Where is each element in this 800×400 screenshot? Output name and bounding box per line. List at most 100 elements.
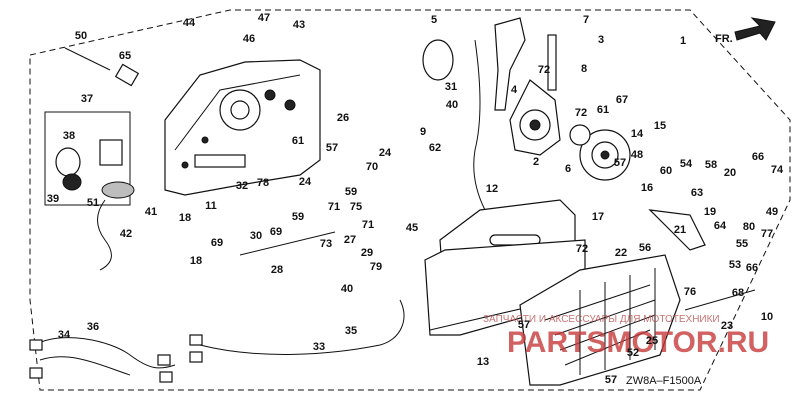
callout-55: 55 [736, 238, 748, 250]
orientation-label: FR. [715, 33, 733, 45]
callout-40: 40 [341, 283, 353, 295]
callout-72: 72 [538, 64, 550, 76]
callout-9: 9 [420, 126, 426, 138]
callout-13: 13 [477, 356, 489, 368]
callout-41: 41 [145, 206, 157, 218]
callout-60: 60 [660, 165, 672, 177]
assembly-boundary [29, 9, 791, 391]
bolt-part-53 [64, 47, 111, 71]
callout-78: 78 [257, 177, 269, 189]
callout-63: 63 [691, 187, 703, 199]
callout-3: 3 [598, 34, 604, 46]
callout-7: 7 [583, 14, 589, 26]
callout-59: 59 [345, 186, 357, 198]
callout-71: 71 [362, 219, 374, 231]
callout-1: 1 [680, 35, 686, 47]
rod-part-30 [239, 231, 336, 256]
callout-61: 61 [597, 104, 609, 116]
callout-10: 10 [761, 311, 773, 323]
callout-47: 47 [258, 12, 270, 24]
callout-38: 38 [63, 130, 75, 142]
callout-69: 69 [211, 237, 223, 249]
callout-72: 72 [575, 107, 587, 119]
callout-8: 8 [581, 63, 587, 75]
callout-71: 71 [328, 201, 340, 213]
callout-70: 70 [366, 161, 378, 173]
watermark-tagline: ЗАПЧАСТИ И АКСЕССУАРЫ ДЛЯ МОТОТЕХНИКИ [483, 314, 720, 325]
callout-23: 23 [721, 320, 733, 332]
bush-part-67 [114, 63, 140, 87]
callout-40: 40 [446, 99, 458, 111]
callout-31: 31 [445, 81, 457, 93]
callout-54: 54 [680, 158, 693, 170]
callout-69: 69 [270, 226, 282, 238]
callout-57: 57 [605, 374, 617, 386]
callout-34: 34 [58, 329, 71, 341]
callout-46: 46 [243, 33, 255, 45]
callout-19: 19 [704, 206, 716, 218]
callout-57: 57 [614, 157, 626, 169]
callout-11: 11 [205, 200, 217, 212]
callout-39: 39 [47, 193, 59, 205]
callout-26: 26 [337, 112, 349, 124]
callout-43: 43 [293, 19, 305, 31]
callout-64: 64 [714, 220, 727, 232]
diagram-code: ZW8A–F1500A [626, 375, 702, 387]
bracket-part-21 [648, 209, 706, 251]
callout-52: 52 [627, 347, 639, 359]
harness-part-36 [34, 337, 176, 369]
callout-24: 24 [299, 176, 312, 188]
callout-36: 36 [87, 321, 99, 333]
callout-58: 58 [705, 159, 717, 171]
callout-57: 57 [518, 319, 530, 331]
callout-74: 74 [771, 164, 784, 176]
callout-48: 48 [631, 149, 643, 161]
callout-6: 6 [565, 163, 571, 175]
callout-66: 66 [746, 262, 758, 274]
callout-33: 33 [313, 341, 325, 353]
callout-14: 14 [631, 128, 644, 140]
callout-18: 18 [179, 212, 191, 224]
ring-part-5 [422, 39, 454, 81]
callout-72: 72 [576, 243, 588, 255]
callout-77: 77 [761, 228, 773, 240]
harness-part-35 [199, 299, 405, 355]
callout-4: 4 [511, 84, 518, 96]
callout-53: 53 [729, 259, 741, 271]
callout-25: 25 [646, 335, 658, 347]
callout-68: 68 [732, 287, 744, 299]
callout-59: 59 [292, 211, 304, 223]
callout-22: 22 [615, 247, 627, 259]
callout-5: 5 [431, 14, 437, 26]
callout-18: 18 [190, 255, 202, 267]
callout-15: 15 [654, 120, 666, 132]
callout-79: 79 [370, 261, 382, 273]
cable-part-41 [473, 39, 486, 211]
watermark-brand: PARTSMOTOR.RU [507, 326, 769, 359]
callout-73: 73 [320, 238, 332, 250]
callout-29: 29 [361, 247, 373, 259]
callout-32: 32 [236, 180, 248, 192]
callout-56: 56 [639, 242, 651, 254]
callout-66: 66 [752, 151, 764, 163]
callout-49: 49 [766, 206, 778, 218]
callout-28: 28 [271, 264, 283, 276]
callout-45: 45 [406, 222, 418, 234]
trim-switch-part-39 [44, 111, 135, 206]
callout-42: 42 [120, 228, 132, 240]
callout-20: 20 [724, 167, 736, 179]
callout-2: 2 [533, 156, 539, 168]
callout-65: 65 [119, 50, 131, 62]
callout-51: 51 [87, 197, 99, 209]
callout-35: 35 [345, 325, 357, 337]
callout-80: 80 [743, 221, 755, 233]
callout-27: 27 [344, 234, 356, 246]
callout-75: 75 [350, 201, 362, 213]
housing-part-11 [164, 59, 321, 196]
frame-part-23 [519, 254, 681, 386]
callout-67: 67 [616, 94, 628, 106]
wire-part-44 [97, 199, 112, 271]
callout-57: 57 [326, 142, 338, 154]
